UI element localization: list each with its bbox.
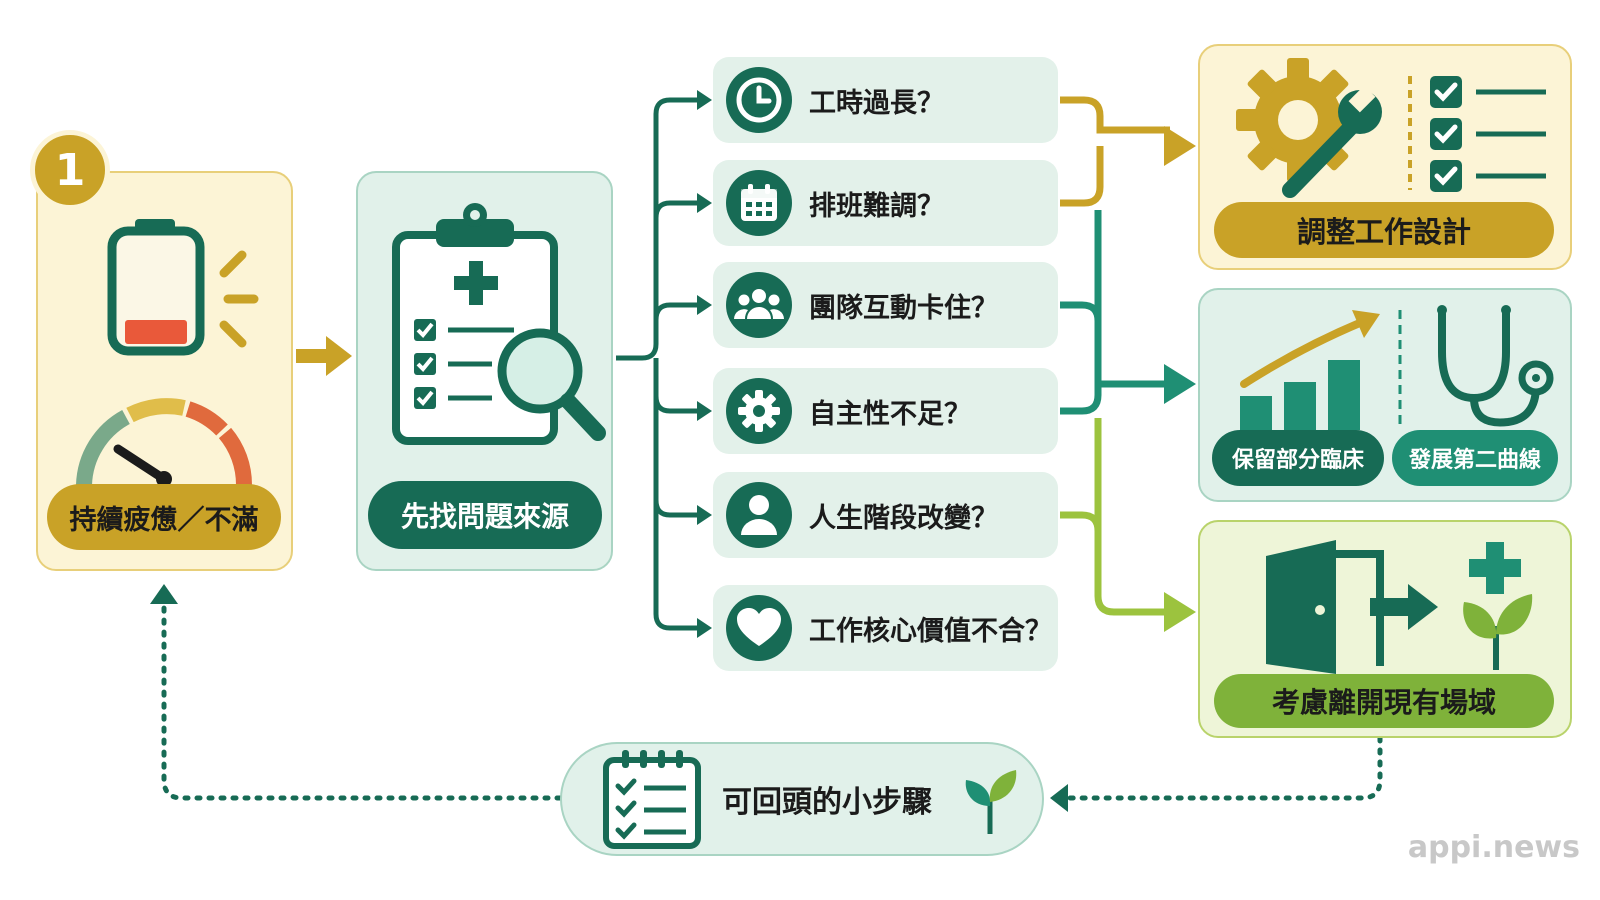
question-label: 團隊互動卡住？ — [809, 292, 998, 324]
team-icon — [726, 272, 792, 338]
person-icon — [726, 482, 792, 548]
growth-chart-icon — [1240, 310, 1380, 430]
outcome-keep-clinical-card: 保留部分臨床 發展第二曲線 — [1198, 288, 1572, 502]
outcome-redesign-label: 調整工作設計 — [1214, 202, 1554, 258]
gear-icon — [726, 378, 792, 444]
return-step-pill: 可回頭的小步驟 — [560, 742, 1044, 856]
step-number-badge: 1 — [30, 130, 110, 210]
stethoscope-icon — [1437, 305, 1554, 427]
clipboard-search-icon — [392, 203, 606, 445]
plant-cross-icon — [1463, 542, 1533, 670]
outcome-leave-label: 考慮離開現有場域 — [1214, 674, 1554, 728]
sprout-icon — [965, 770, 1017, 834]
question-label: 排班難調？ — [809, 190, 944, 222]
question-label: 工時過長？ — [809, 87, 944, 119]
heart-icon — [726, 595, 792, 661]
clock-icon — [726, 67, 792, 133]
step-number: 1 — [54, 144, 86, 196]
start-card: 持續疲憊／不滿 — [36, 171, 293, 571]
return-step-label: 可回頭的小步驟 — [722, 785, 932, 820]
outcome-leave-card: 考慮離開現有場域 — [1198, 520, 1572, 738]
question-row-team: 團隊互動卡住？ — [713, 262, 1058, 348]
dashed-divider — [1398, 310, 1402, 430]
gauge-icon — [76, 398, 253, 487]
question-label: 工作核心價值不合？ — [809, 615, 1052, 647]
question-row-autonomy: 自主性不足？ — [713, 368, 1058, 454]
watermark: appi.news — [1407, 830, 1580, 865]
checklist-calendar-icon — [603, 750, 701, 849]
question-row-life-stage: 人生階段改變？ — [713, 472, 1058, 558]
exit-door-icon — [1266, 540, 1438, 674]
start-label: 持續疲憊／不滿 — [47, 484, 281, 550]
checklist-icon — [1408, 76, 1546, 192]
outcome-redesign-card: 調整工作設計 — [1198, 44, 1572, 270]
battery-low-icon — [107, 219, 259, 356]
question-row-scheduling: 排班難調？ — [713, 160, 1058, 246]
question-row-core-values: 工作核心價值不合？ — [713, 585, 1058, 671]
diagnose-label: 先找問題來源 — [368, 481, 602, 549]
outcome-second-curve-label: 發展第二曲線 — [1392, 430, 1558, 486]
question-row-work-hours: 工時過長？ — [713, 57, 1058, 143]
question-label: 自主性不足？ — [809, 398, 971, 430]
question-label: 人生階段改變？ — [809, 502, 998, 534]
calendar-icon — [726, 170, 792, 236]
gear-wrench-icon — [1236, 58, 1382, 198]
diagnose-card: 先找問題來源 — [356, 171, 613, 571]
outcome-keep-clinical-label: 保留部分臨床 — [1212, 430, 1384, 486]
